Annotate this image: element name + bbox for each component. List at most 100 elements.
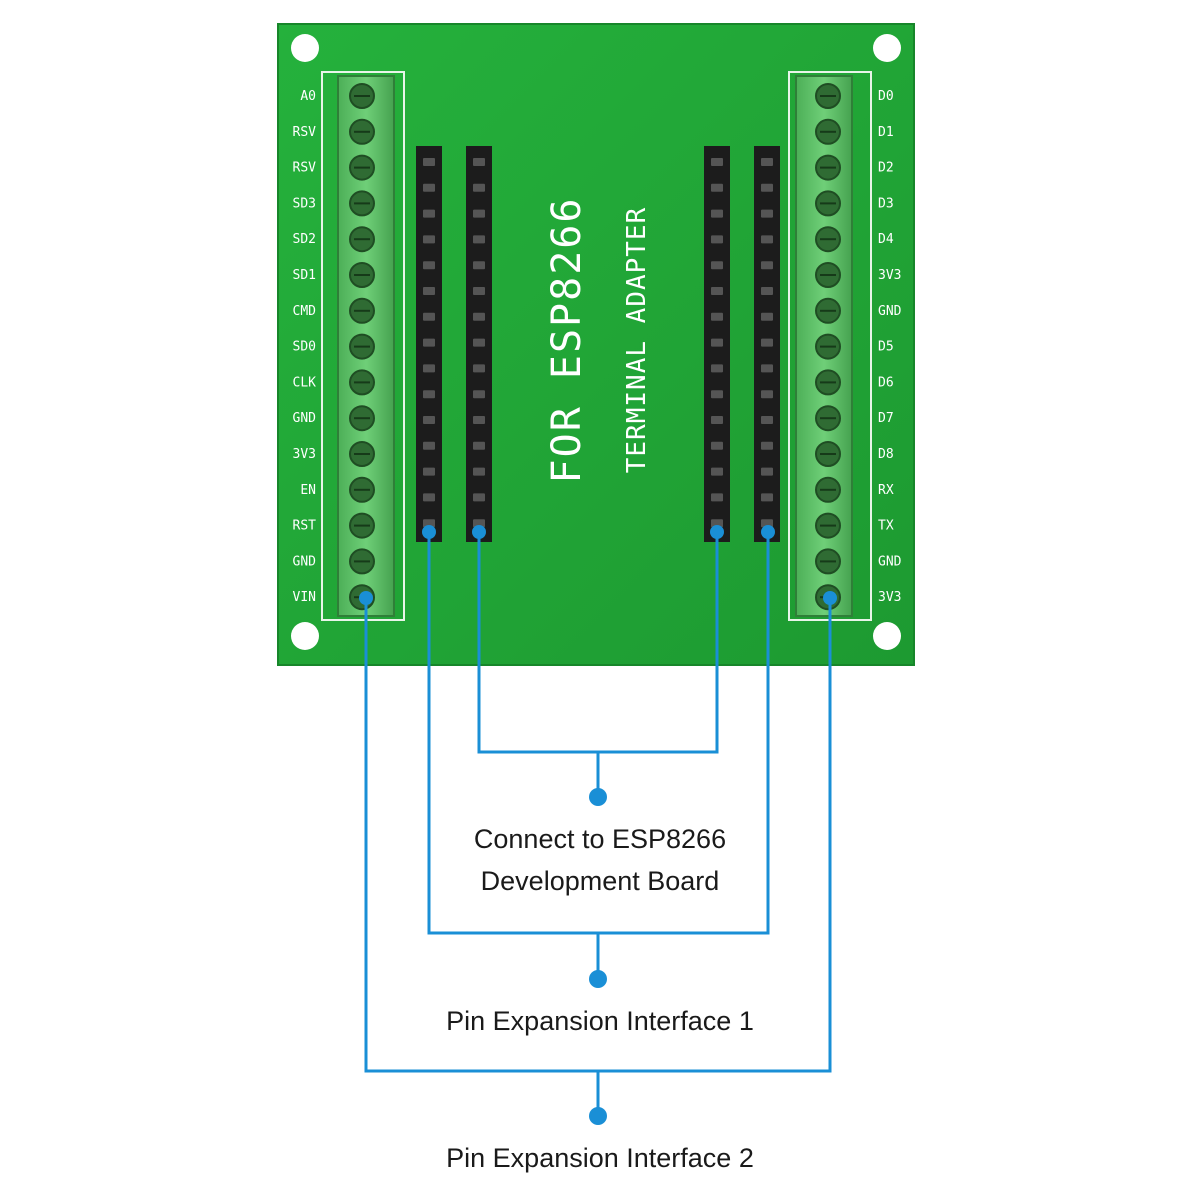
right-pin-label: D2: [878, 161, 894, 176]
header-pin-holes: [423, 158, 773, 528]
board-title-line1: FOR ESP8266: [544, 197, 590, 484]
header-pin-hole: [473, 287, 485, 295]
header-pin-hole: [473, 519, 485, 528]
header-pin-hole: [761, 338, 773, 347]
left-pin-label: GND: [293, 554, 317, 569]
left-pin-label: EN: [300, 483, 316, 498]
left-terminal-screws: [349, 83, 375, 611]
dot-terminal-right: [823, 591, 837, 605]
dot-callout-expansion-2: [589, 1107, 607, 1125]
header-pin-hole: [473, 416, 485, 424]
left-pin-label: RSV: [293, 125, 317, 140]
header-pin-hole: [711, 519, 723, 528]
header-pin-hole: [761, 312, 773, 321]
header-pin-hole: [711, 390, 723, 399]
right-pin-label: 3V3: [878, 268, 901, 283]
left-pin-label: VIN: [293, 590, 316, 605]
header-pin-hole: [711, 441, 723, 450]
mounting-hole-bottom-right: [873, 622, 901, 650]
right-pin-label: D0: [878, 89, 894, 104]
header-pin-hole: [761, 441, 773, 450]
header-pin-hole: [423, 441, 435, 450]
left-pin-label: SD0: [293, 340, 316, 355]
header-pin-hole: [423, 519, 435, 528]
header-pin-hole: [711, 312, 723, 321]
caption-dev-board-line2: Development Board: [480, 866, 720, 896]
right-pin-label: D7: [878, 411, 894, 426]
header-pin-hole: [473, 312, 485, 321]
header-pin-hole: [423, 493, 435, 502]
left-pin-labels: A0RSVRSVSD3SD2SD1CMDSD0CLKGND3V3ENRSTGND…: [293, 89, 317, 605]
mounting-hole-top-left: [291, 34, 319, 62]
header-pin-hole: [473, 441, 485, 450]
header-pin-hole: [761, 235, 773, 244]
board-title-line2: TERMINAL ADAPTER: [622, 207, 652, 473]
header-pin-hole: [423, 364, 435, 373]
left-pin-label: GND: [293, 411, 317, 426]
header-pin-hole: [423, 338, 435, 347]
left-pin-label: A0: [300, 89, 316, 104]
header-pin-hole: [711, 261, 723, 270]
caption-expansion-2: Pin Expansion Interface 2: [446, 1143, 754, 1173]
header-pin-hole: [473, 261, 485, 270]
header-pin-hole: [473, 158, 485, 166]
header-pin-hole: [711, 209, 723, 218]
header-pin-hole: [423, 261, 435, 270]
header-pin-hole: [761, 209, 773, 218]
right-pin-label: D5: [878, 340, 894, 355]
right-pin-label: D6: [878, 375, 894, 390]
header-pin-hole: [473, 183, 485, 192]
right-pin-label: D4: [878, 232, 894, 247]
header-pin-hole: [761, 261, 773, 270]
header-pin-hole: [761, 287, 773, 295]
left-pin-label: RSV: [293, 161, 317, 176]
header-pin-hole: [711, 493, 723, 502]
callout-dots: [359, 525, 837, 1125]
header-pin-hole: [473, 467, 485, 476]
left-pin-label: 3V3: [293, 447, 316, 462]
left-pin-label: RST: [293, 519, 317, 534]
header-pin-hole: [423, 183, 435, 192]
header-pin-hole: [761, 158, 773, 166]
right-pin-label: D1: [878, 125, 894, 140]
dot-callout-dev-board: [589, 788, 607, 806]
header-pin-hole: [711, 235, 723, 244]
dot-header-right-inner: [710, 525, 724, 539]
header-pin-hole: [473, 209, 485, 218]
header-pin-hole: [711, 158, 723, 166]
right-pin-label: 3V3: [878, 590, 901, 605]
header-pin-hole: [711, 183, 723, 192]
left-pin-label: CMD: [293, 304, 317, 319]
header-pin-hole: [761, 364, 773, 373]
header-pin-hole: [423, 235, 435, 244]
header-pin-hole: [711, 364, 723, 373]
header-pin-hole: [423, 467, 435, 476]
left-pin-label: SD1: [293, 268, 316, 283]
header-pin-hole: [761, 467, 773, 476]
caption-expansion-1: Pin Expansion Interface 1: [446, 1006, 754, 1036]
header-pin-hole: [423, 416, 435, 424]
right-terminal-screws: [815, 83, 841, 611]
header-pin-hole: [711, 416, 723, 424]
header-pin-hole: [711, 338, 723, 347]
header-pin-hole: [423, 287, 435, 295]
dot-header-left-outer: [422, 525, 436, 539]
right-pin-label: RX: [878, 483, 894, 498]
mounting-hole-top-right: [873, 34, 901, 62]
header-pin-hole: [423, 312, 435, 321]
header-pin-hole: [761, 390, 773, 399]
header-pin-hole: [473, 364, 485, 373]
dot-header-right-outer: [761, 525, 775, 539]
header-pin-hole: [761, 416, 773, 424]
left-terminal-silkscreen: [321, 71, 405, 621]
mounting-hole-bottom-left: [291, 622, 319, 650]
header-pin-hole: [473, 390, 485, 399]
right-pin-label: GND: [878, 554, 902, 569]
header-pin-hole: [473, 235, 485, 244]
left-pin-label: SD3: [293, 196, 316, 211]
header-pin-hole: [423, 390, 435, 399]
left-pin-label: CLK: [293, 375, 317, 390]
